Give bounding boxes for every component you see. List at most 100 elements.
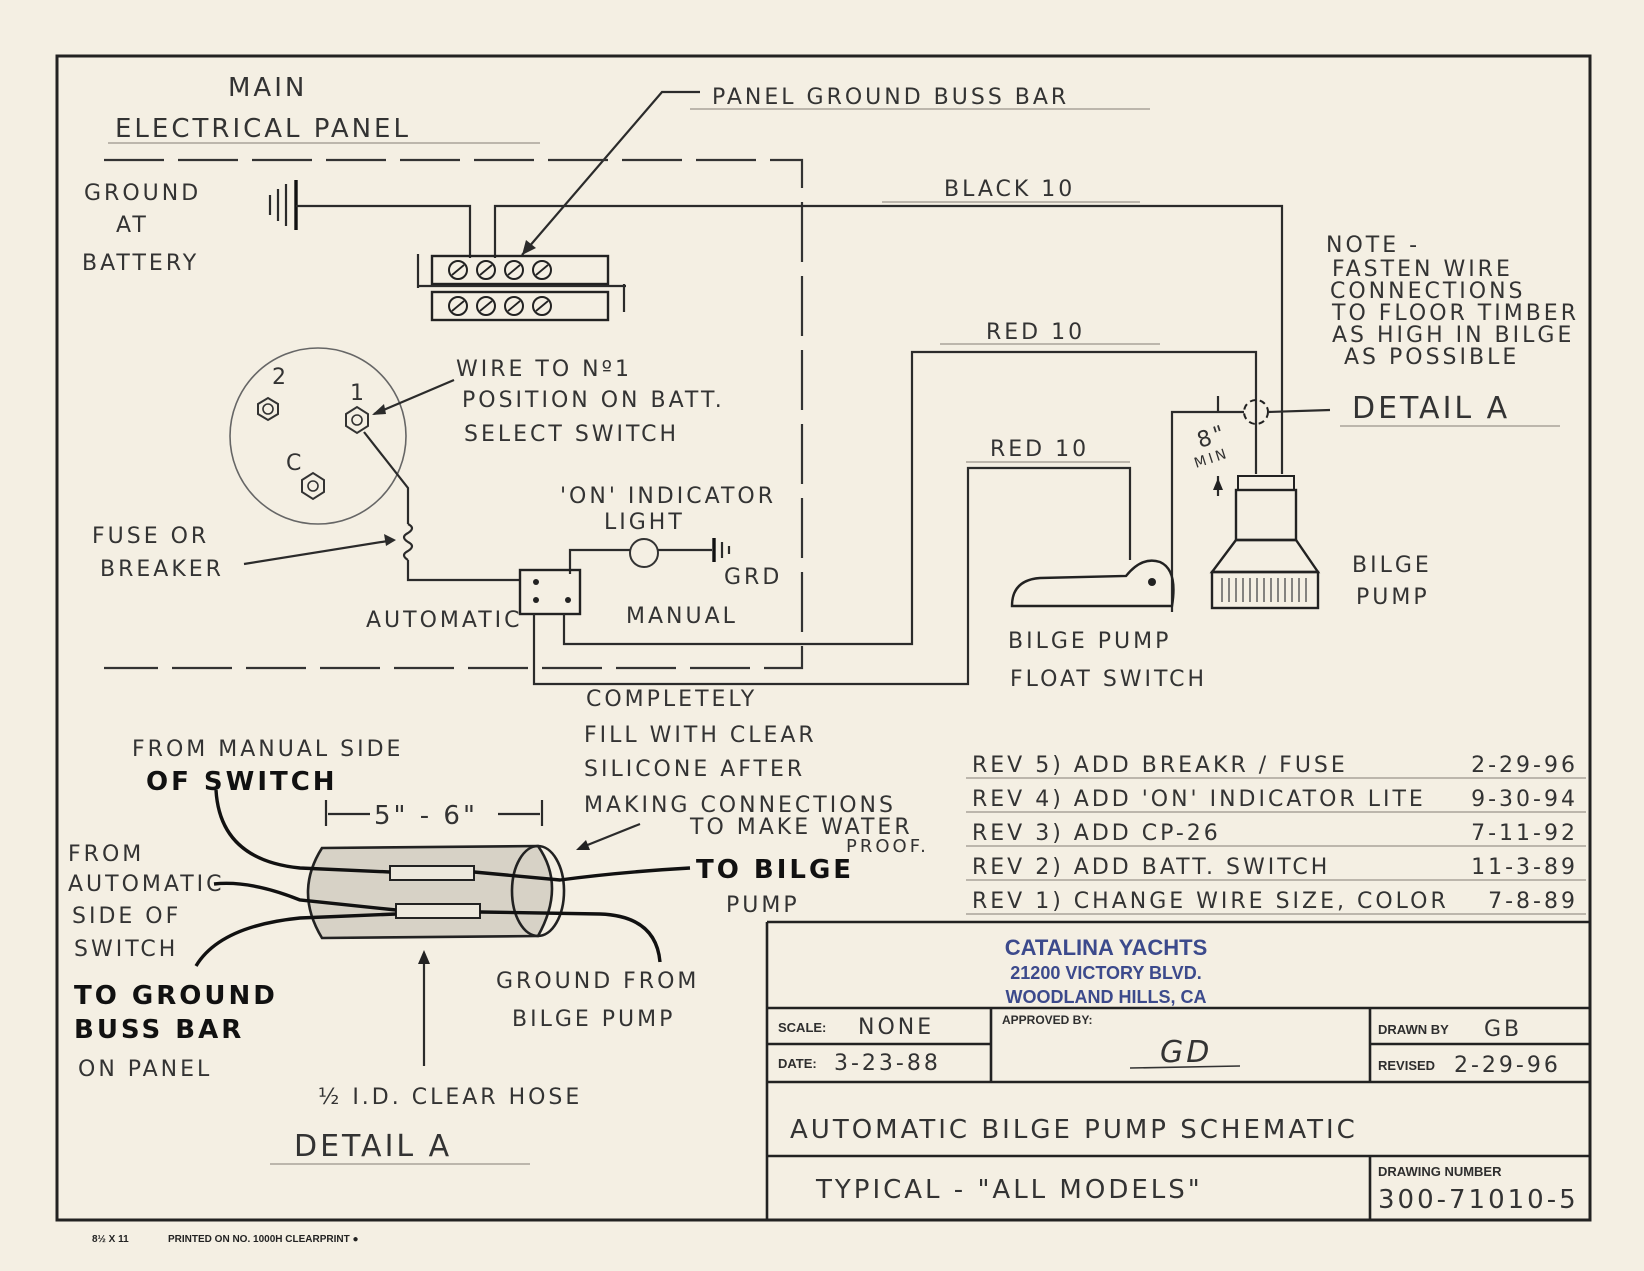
revised-value: 2-29-96 — [1454, 1053, 1561, 1078]
switch-terminal-1 — [345, 405, 369, 435]
buss-screw — [504, 296, 524, 316]
company-address-line2: WOODLAND HILLS, CA — [1006, 987, 1207, 1007]
buss-leader-line — [521, 90, 700, 256]
drawing-number-label: DRAWING NUMBER — [1378, 1164, 1502, 1179]
revised-label: REVISED — [1378, 1058, 1435, 1073]
note-line4: TO FLOOR TIMBER — [1331, 301, 1579, 326]
revision-date: 9-30-94 — [1471, 787, 1578, 812]
buss-screw-slot — [479, 300, 493, 312]
fuse-leader-arrowhead — [384, 534, 396, 546]
switch-contact — [565, 597, 571, 603]
approved-label: APPROVED BY: — [1002, 1013, 1092, 1027]
revision-entry: REV 5) ADD BREAKR / FUSE — [972, 753, 1348, 778]
switch-terminal-c — [301, 471, 325, 501]
from-auto-line1: FROM — [68, 842, 144, 867]
revision-date: 2-29-96 — [1471, 753, 1578, 778]
ground-from-line2: BILGE PUMP — [512, 1007, 675, 1032]
float-switch-label-line1: BILGE PUMP — [1008, 629, 1171, 654]
scale-label: SCALE: — [778, 1020, 826, 1035]
ground-buss-label: PANEL GROUND BUSS BAR — [712, 85, 1069, 110]
drawing-title: AUTOMATIC BILGE PUMP SCHEMATIC — [790, 1115, 1358, 1145]
buss-screw-slot — [507, 300, 521, 312]
grd-label: GRD — [724, 565, 782, 590]
revision-entry: REV 1) CHANGE WIRE SIZE, COLOR — [972, 889, 1449, 914]
switch-pos-1-label: 1 — [350, 381, 367, 406]
fuse-leader — [243, 538, 395, 566]
drawing-border — [55, 54, 1592, 1222]
dimension-label: 5" - 6" — [374, 801, 478, 831]
revision-date: 7-11-92 — [1471, 821, 1578, 846]
clear-hose — [306, 844, 566, 940]
switch-contact — [533, 579, 539, 585]
revision-entry: REV 3) ADD CP-26 — [972, 821, 1221, 846]
buss-screw — [476, 296, 496, 316]
fill-note-line6: PROOF. — [846, 836, 929, 857]
fill-note-line3: SILICONE AFTER — [584, 757, 805, 782]
signature-stroke — [1129, 1065, 1241, 1069]
note-line5: AS HIGH IN BILGE — [1332, 323, 1574, 348]
from-manual-line2: OF SWITCH — [146, 767, 338, 797]
wire-note-line2: POSITION ON BATT. — [462, 388, 725, 413]
from-auto-line3: SIDE OF — [72, 904, 181, 929]
company-address-line1: 21200 VICTORY BLVD. — [1010, 963, 1201, 983]
ground-at-battery-line1: GROUND — [84, 181, 201, 206]
switch-pos-c-label: C — [286, 451, 304, 476]
switch-terminal-2 — [257, 396, 279, 422]
switch-pos-2-label: 2 — [272, 365, 289, 390]
indicator-light — [629, 538, 659, 568]
buss-screw-slot — [479, 264, 493, 276]
fill-note-line2: FILL WITH CLEAR — [584, 723, 817, 748]
buss-screw-slot — [507, 264, 521, 276]
from-manual-line1: FROM MANUAL SIDE — [132, 737, 403, 762]
to-bilge-line1: TO BILGE — [696, 855, 854, 885]
note-line1: NOTE - — [1326, 233, 1420, 258]
revision-date: 11-3-89 — [1471, 855, 1578, 880]
fill-note-leader — [579, 822, 641, 850]
fuse-to-switch-wire — [406, 560, 520, 582]
date-value: 3-23-88 — [834, 1051, 941, 1076]
to-ground-line1: TO GROUND — [74, 981, 278, 1011]
indicator-label-line1: 'ON' INDICATOR — [560, 484, 776, 509]
wire-note-leader — [373, 378, 455, 416]
min-unit: MIN — [1192, 446, 1231, 472]
detail-a-title: DETAIL A — [294, 1129, 452, 1164]
buss-screw — [448, 296, 468, 316]
detail-a-reference: DETAIL A — [1352, 391, 1510, 426]
note-line2: FASTEN WIRE — [1332, 257, 1513, 282]
drawing-subtitle: TYPICAL - "ALL MODELS" — [815, 1175, 1203, 1205]
bilge-pump-label-line1: BILGE — [1352, 553, 1432, 578]
to-ground-line2: BUSS BAR — [74, 1015, 244, 1045]
manual-side-wire — [214, 789, 391, 874]
buss-screw — [532, 260, 552, 280]
hose-label: ½ I.D. CLEAR HOSE — [318, 1085, 582, 1110]
note-line6: AS POSSIBLE — [1344, 345, 1519, 370]
to-bilge-line2: PUMP — [726, 893, 800, 918]
fill-note-line4: MAKING CONNECTIONS — [584, 793, 896, 818]
wire-note-arrowhead — [372, 404, 386, 415]
min-dim-arrowhead — [1213, 478, 1223, 490]
from-auto-line2: AUTOMATIC — [68, 872, 225, 897]
buss-screw — [448, 260, 468, 280]
note-line3: CONNECTIONS — [1330, 279, 1526, 304]
fill-note-arrowhead — [576, 840, 590, 850]
detail-a-leader — [1267, 408, 1331, 414]
switch-to-light-wire — [568, 548, 630, 574]
revision-entry: REV 2) ADD BATT. SWITCH — [972, 855, 1330, 880]
bilge-pump-label-line2: PUMP — [1356, 585, 1430, 610]
ground-at-battery-line2: AT — [116, 213, 149, 238]
scale-value: NONE — [858, 1015, 934, 1040]
wire-note-line1: WIRE TO Nº1 — [456, 357, 632, 382]
to-ground-buss-wire — [194, 912, 397, 967]
battery-ground-symbol — [268, 180, 298, 230]
buss-screw — [476, 260, 496, 280]
company-name: CATALINA YACHTS — [1005, 935, 1208, 960]
battery-select-switch — [229, 347, 407, 525]
buss-screw-slot — [451, 300, 465, 312]
buss-leader-arrowhead — [522, 240, 536, 255]
drawn-by-label: DRAWN BY — [1378, 1022, 1449, 1037]
date-label: DATE: — [778, 1056, 817, 1071]
bilge-float-switch — [1010, 559, 1175, 608]
battery-ground-wire — [296, 204, 472, 258]
